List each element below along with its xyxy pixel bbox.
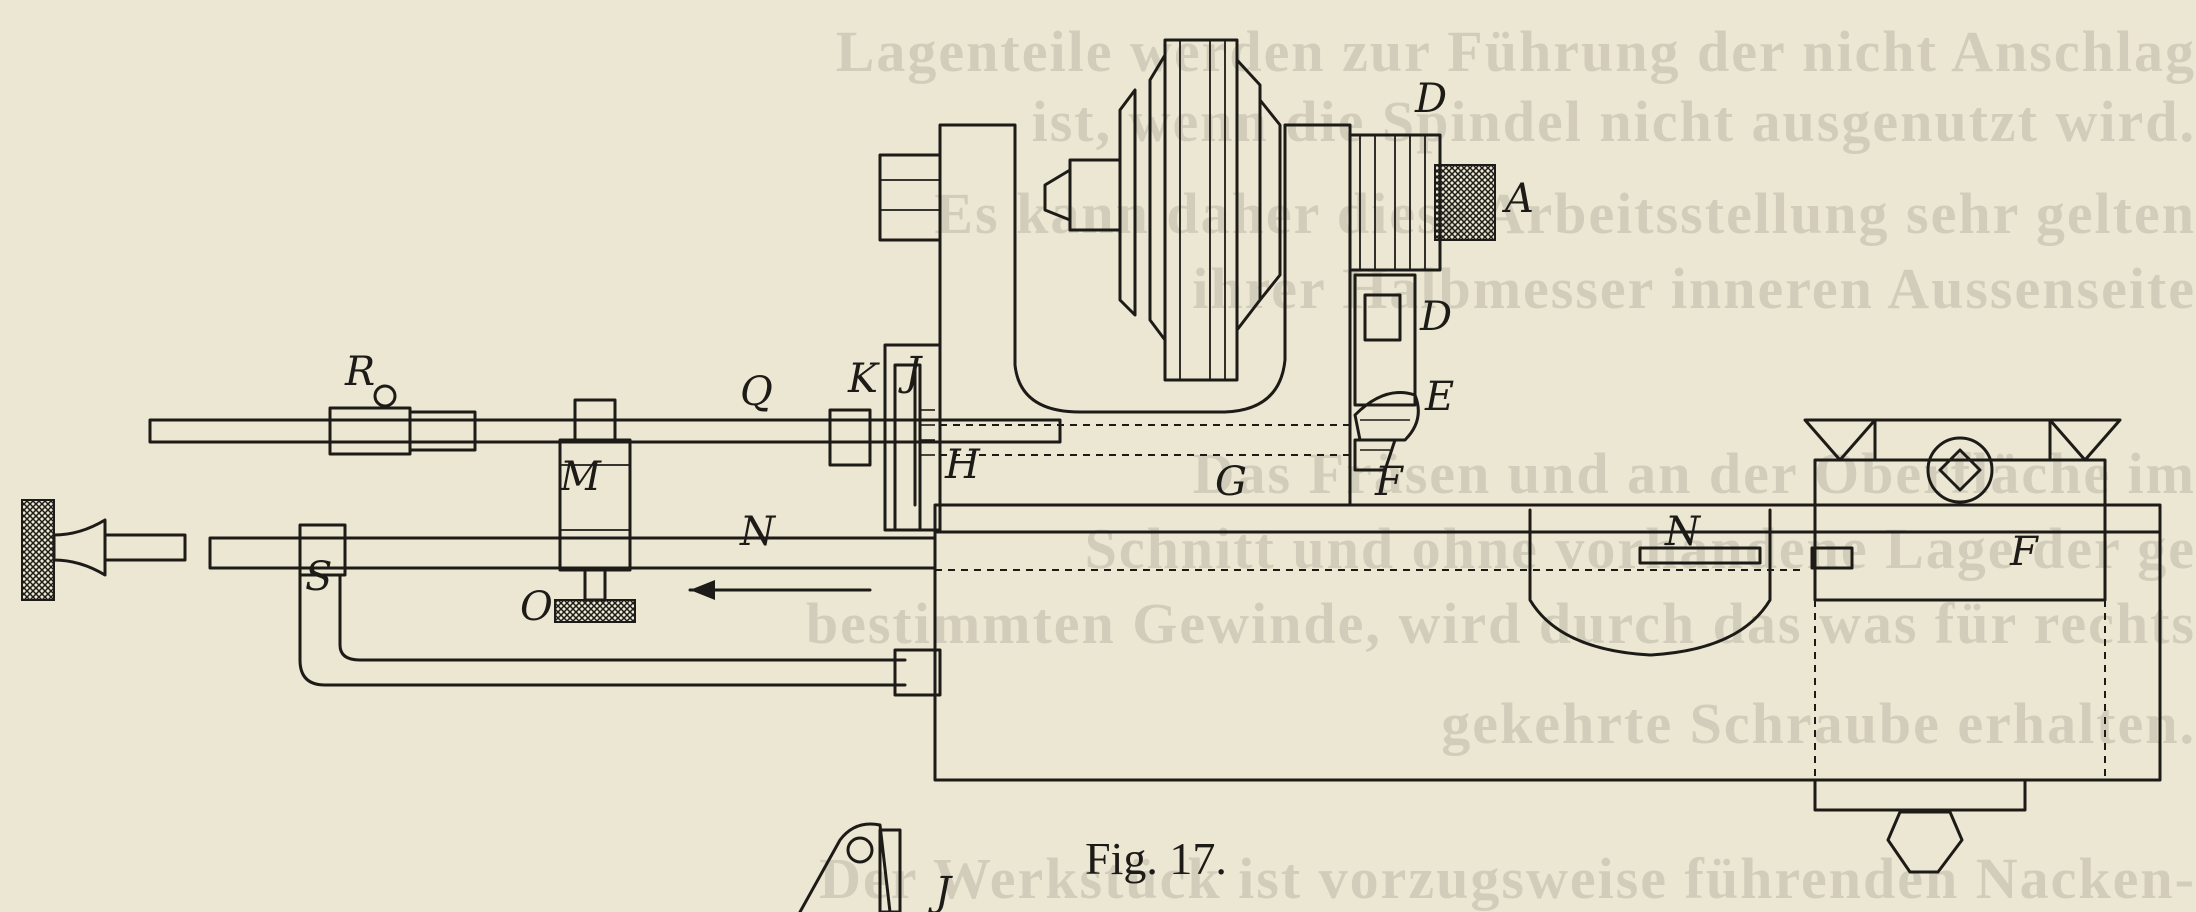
- lathe-bed: [933, 503, 2162, 874]
- small-fragment-lower: [798, 822, 902, 912]
- label-E: E: [1424, 374, 1454, 420]
- bleed-line: bestimmten Gewinde, wird durch das was f…: [805, 591, 2196, 656]
- label-S: S: [305, 554, 332, 600]
- label-J: J: [898, 349, 923, 395]
- tool-block-F: [1803, 418, 2122, 780]
- feed-arrow: [688, 580, 872, 600]
- label-H: H: [944, 442, 981, 488]
- spindle-nut: [878, 153, 1122, 242]
- label-N: N: [739, 509, 777, 555]
- label-A: A: [1501, 176, 1534, 222]
- label-D2: D: [1419, 294, 1452, 340]
- bleed-line: Es kann daher diese Arbeitsstellung sehr…: [934, 181, 2196, 246]
- label-F: F: [2009, 529, 2039, 575]
- label-F-small: F: [1374, 459, 1404, 505]
- bleed-line: gekehrte Schraube erhalten.: [1441, 691, 2196, 756]
- bleed-line: Der Werkstück ist vorzugsweise führenden…: [819, 846, 2196, 911]
- label-N2: N: [1664, 509, 1702, 555]
- label-G: G: [1215, 459, 1247, 505]
- bracket-K: [883, 343, 942, 532]
- gear-stack: [1348, 133, 1496, 272]
- label-D: D: [1414, 76, 1447, 122]
- figure-labels: D A D E F G H J K M N N O S R Q F J: [305, 76, 2039, 912]
- label-Q: Q: [740, 369, 773, 415]
- feed-rod-N: [208, 523, 1762, 577]
- bleed-line: Lagenteile werden zur Führung der nicht …: [835, 19, 2196, 84]
- label-J-lower: J: [928, 869, 953, 912]
- label-O: O: [520, 584, 553, 630]
- label-K: K: [847, 356, 880, 402]
- bleed-line: Das Fräsen und an der Oberfläche im: [1192, 441, 2196, 506]
- control-rod-Q: [148, 384, 1062, 467]
- label-R: R: [344, 349, 375, 395]
- clamp-M: [554, 398, 636, 623]
- step-pulley: [1118, 38, 1282, 382]
- headstock-frame: [938, 123, 1352, 507]
- handwheel: [21, 499, 187, 601]
- bevel-gear-pair: [1353, 273, 1420, 472]
- label-M: M: [559, 454, 602, 500]
- bent-rod-S: [298, 573, 942, 697]
- figure-caption: Fig. 17.: [1085, 833, 1227, 884]
